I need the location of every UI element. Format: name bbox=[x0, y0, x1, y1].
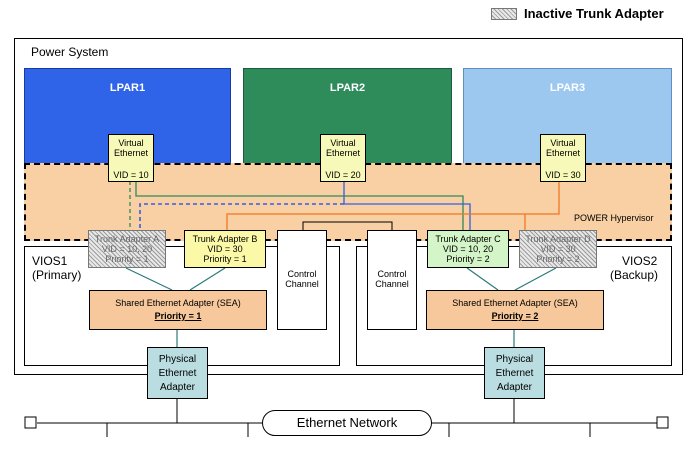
physical-adapter-line2: Ethernet bbox=[158, 368, 197, 379]
vios2-role: (Backup) bbox=[610, 268, 659, 282]
physical-adapter-line2: Ethernet bbox=[495, 368, 534, 379]
virtual-ethernet-line1: Virtual bbox=[550, 138, 576, 148]
virtual-ethernet-lpar1: Virtual Ethernet VID = 10 bbox=[108, 134, 154, 182]
control-channel-vios1: Control Channel bbox=[277, 230, 327, 330]
virtual-ethernet-line2: Ethernet bbox=[113, 148, 149, 158]
ethernet-network-label: Ethernet Network bbox=[262, 410, 432, 436]
control-channel-line2: Channel bbox=[375, 279, 409, 289]
trunk-adapter-name: Trunk Adapter A bbox=[94, 234, 160, 244]
physical-adapter-line3: Adapter bbox=[159, 382, 196, 393]
control-channel-link bbox=[302, 221, 393, 230]
sea-label: Shared Ethernet Adapter (SEA) bbox=[115, 298, 241, 308]
virtual-ethernet-line2: Ethernet bbox=[545, 148, 581, 158]
control-channel-line1: Control bbox=[287, 269, 317, 279]
virtual-ethernet-lpar3: Virtual Ethernet VID = 30 bbox=[540, 134, 586, 182]
sea-vios2: Shared Ethernet Adapter (SEA) Priority =… bbox=[426, 290, 604, 330]
virtual-ethernet-vid: VID = 10 bbox=[113, 170, 149, 180]
trunk-adapter-priority: Priority = 1 bbox=[105, 254, 149, 264]
virtual-ethernet-vid: VID = 30 bbox=[545, 170, 581, 180]
sea-label: Shared Ethernet Adapter (SEA) bbox=[452, 298, 578, 308]
legend-label: Inactive Trunk Adapter bbox=[524, 6, 664, 21]
virtual-ethernet-line1: Virtual bbox=[330, 138, 356, 148]
vlan20-line bbox=[343, 181, 471, 230]
lpar3-label: LPAR3 bbox=[549, 82, 586, 94]
trunk-adapter-vid: VID = 10, 20 bbox=[101, 244, 153, 254]
power-system-label: Power System bbox=[31, 45, 109, 59]
trunk-adapter-priority: Priority = 2 bbox=[446, 254, 490, 264]
trunk-adapter-name: Trunk Adapter B bbox=[192, 234, 258, 244]
vios2-name: VIOS2 bbox=[622, 254, 658, 268]
trunk-adapter-c: Trunk Adapter C VID = 10, 20 Priority = … bbox=[427, 230, 509, 268]
hypervisor-label: POWER Hypervisor bbox=[574, 213, 654, 223]
trunk-adapter-d: Trunk Adapter D VID = 30 Priority = 2 bbox=[519, 230, 597, 268]
virtual-ethernet-lpar2: Virtual Ethernet VID = 20 bbox=[320, 134, 366, 182]
trunk-adapter-name: Trunk Adapter D bbox=[525, 234, 591, 244]
trunk-adapter-vid: VID = 30 bbox=[207, 244, 243, 254]
trunk-adapter-b: Trunk Adapter B VID = 30 Priority = 1 bbox=[184, 230, 266, 268]
virtual-ethernet-line2: Ethernet bbox=[325, 148, 361, 158]
sea-priority: Priority = 1 bbox=[154, 311, 202, 321]
physical-adapter-line1: Physical bbox=[158, 354, 197, 365]
trunk-adapter-name: Trunk Adapter C bbox=[435, 234, 501, 244]
control-channel-line1: Control bbox=[377, 269, 407, 279]
vlan20-inactive-line bbox=[139, 203, 344, 230]
vlan30-line bbox=[226, 181, 560, 230]
trunk-adapter-priority: Priority = 2 bbox=[536, 254, 580, 264]
lpar1-label: LPAR1 bbox=[109, 82, 146, 94]
physical-adapter-line1: Physical bbox=[495, 354, 534, 365]
physical-adapter-vios2: Physical Ethernet Adapter bbox=[484, 347, 545, 399]
power-system-box bbox=[14, 38, 683, 375]
vios1-name: VIOS1 bbox=[32, 254, 68, 268]
legend-swatch bbox=[491, 8, 517, 20]
physical-adapter-vios1: Physical Ethernet Adapter bbox=[147, 347, 208, 399]
trunk-adapter-a: Trunk Adapter A VID = 10, 20 Priority = … bbox=[88, 230, 166, 268]
lpar2-label: LPAR2 bbox=[329, 82, 366, 94]
sea-priority: Priority = 2 bbox=[491, 311, 539, 321]
sea-vios1: Shared Ethernet Adapter (SEA) Priority =… bbox=[89, 290, 267, 330]
control-channel-line2: Channel bbox=[285, 279, 319, 289]
vlan10-line bbox=[135, 181, 464, 230]
virtual-ethernet-vid: VID = 20 bbox=[325, 170, 361, 180]
virtual-ethernet-line1: Virtual bbox=[118, 138, 144, 148]
trunk-adapter-vid: VID = 30 bbox=[540, 244, 576, 254]
vios1-role: (Primary) bbox=[32, 268, 82, 282]
trunk-adapter-vid: VID = 10, 20 bbox=[442, 244, 494, 254]
physical-adapter-line3: Adapter bbox=[496, 382, 533, 393]
control-channel-vios2: Control Channel bbox=[367, 230, 417, 330]
trunk-adapter-priority: Priority = 1 bbox=[203, 254, 247, 264]
